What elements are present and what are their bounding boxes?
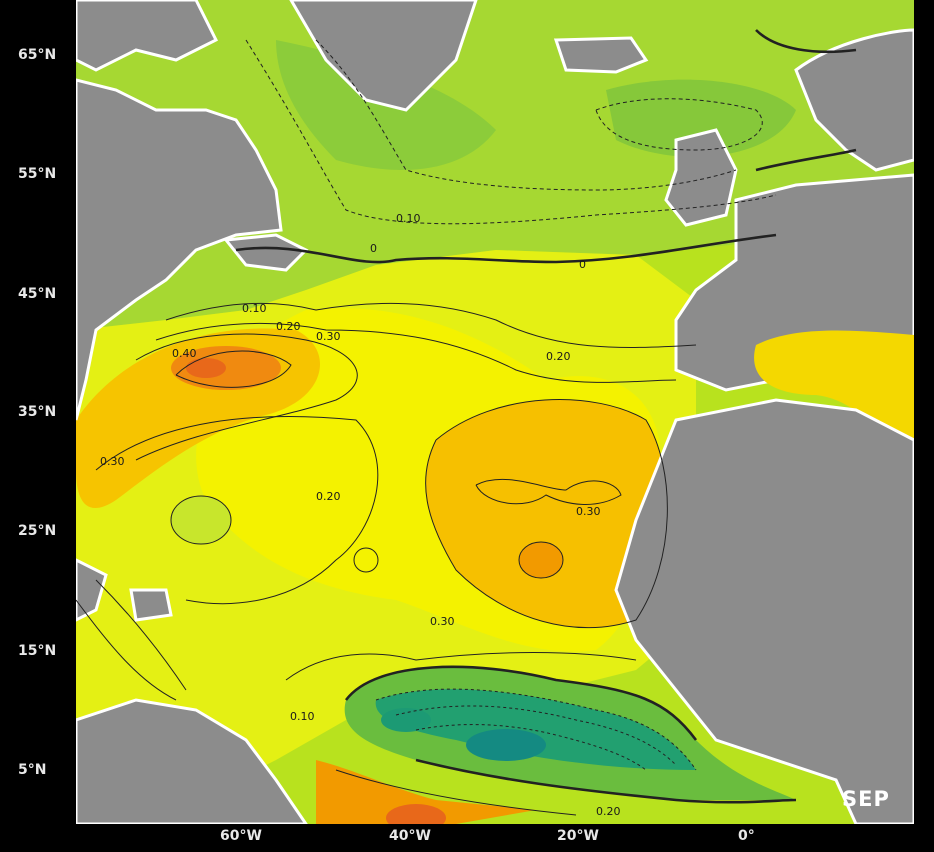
north-america-land xyxy=(76,78,283,421)
contour-zero-equatorial xyxy=(415,758,797,804)
equatorial-high-core xyxy=(386,804,446,824)
africa-land xyxy=(614,398,914,824)
contour-zero-tropical xyxy=(344,665,698,741)
tropical-trough-deep xyxy=(466,729,546,761)
contour-010 xyxy=(165,302,697,348)
longitude-label: 60°W xyxy=(220,828,262,844)
contour-zero-east xyxy=(755,148,857,172)
western-high-peak xyxy=(186,358,226,378)
contour-label: 0 xyxy=(370,242,377,255)
contour-west-2 xyxy=(95,579,187,691)
contour-label: 0.20 xyxy=(546,350,571,363)
contour-010b xyxy=(285,652,637,681)
contour-west-1 xyxy=(76,599,177,701)
contour-label: 0.10 xyxy=(242,302,267,315)
map-frame: 0.10 0 0 0.10 0.20 0.30 0.40 0.20 0.30 0… xyxy=(76,0,914,824)
contour-label: 0.10 xyxy=(396,212,421,225)
contour-neg-1 xyxy=(245,39,777,225)
latitude-label: 35°N xyxy=(18,404,57,420)
month-label: SEP xyxy=(842,787,890,811)
contour-gyre-core xyxy=(518,541,564,579)
latitude-label: 45°N xyxy=(18,286,57,302)
latitude-label: 5°N xyxy=(18,762,47,778)
contour-label: 0.30 xyxy=(100,455,125,468)
contour-label: 0 xyxy=(579,258,586,271)
contour-labels: 0.10 0 0 0.10 0.20 0.30 0.40 0.20 0.30 0… xyxy=(100,212,621,818)
equatorial-high xyxy=(316,760,536,824)
tropical-trough-core xyxy=(375,689,696,770)
eastern-gyre xyxy=(425,399,668,628)
contour-010c xyxy=(335,769,577,816)
contour-020b xyxy=(95,416,379,605)
south-america-land xyxy=(76,698,308,824)
contour-lines xyxy=(76,29,857,816)
contour-040 xyxy=(175,350,292,388)
contour-zero xyxy=(235,233,777,264)
scandinavia-land xyxy=(794,28,914,172)
contour-030c xyxy=(475,478,622,505)
contour-label: 0.40 xyxy=(172,347,197,360)
puerto-rico-land xyxy=(129,588,173,622)
latitude-label: 15°N xyxy=(18,643,57,659)
eastern-gyre-core xyxy=(519,542,563,578)
arctic-islands-land xyxy=(76,0,219,72)
contour-zero-north xyxy=(755,29,857,54)
longitude-label: 20°W xyxy=(557,828,599,844)
latitude-label: 25°N xyxy=(18,523,57,539)
british-isles-land xyxy=(664,128,738,227)
contour-label: 0.20 xyxy=(596,805,621,818)
contour-label: 0.20 xyxy=(276,320,301,333)
contour-label: 0.30 xyxy=(576,505,601,518)
contour-030b xyxy=(425,399,668,629)
iceland-land xyxy=(553,36,649,74)
caribbean-land xyxy=(76,558,108,622)
longitude-label: 40°W xyxy=(389,828,431,844)
mediterranean-sea xyxy=(754,330,914,465)
tropical-trough-west xyxy=(381,708,431,732)
contour-low-loop xyxy=(170,495,232,545)
greenland-land xyxy=(289,0,478,112)
contour-label: 0.20 xyxy=(316,490,341,503)
subtropical-low-patch xyxy=(171,496,231,544)
contour-label: 0.10 xyxy=(290,710,315,723)
newfoundland-land xyxy=(223,233,309,272)
contour-030 xyxy=(135,333,358,461)
contour-trough-3 xyxy=(415,724,647,771)
latitude-label: 65°N xyxy=(18,47,57,63)
contour-label: 0.30 xyxy=(430,615,455,628)
contour-neg-2 xyxy=(315,39,737,191)
longitude-label: 0° xyxy=(738,828,755,844)
contour-label: 0.30 xyxy=(316,330,341,343)
contour-020 xyxy=(155,322,677,383)
sea-level-map: 0.10 0 0 0.10 0.20 0.30 0.40 0.20 0.30 0… xyxy=(76,0,914,824)
contour-trough-2 xyxy=(395,705,677,766)
latitude-label: 55°N xyxy=(18,166,57,182)
contour-small-loop xyxy=(353,547,379,573)
contour-neg-3 xyxy=(595,98,763,151)
